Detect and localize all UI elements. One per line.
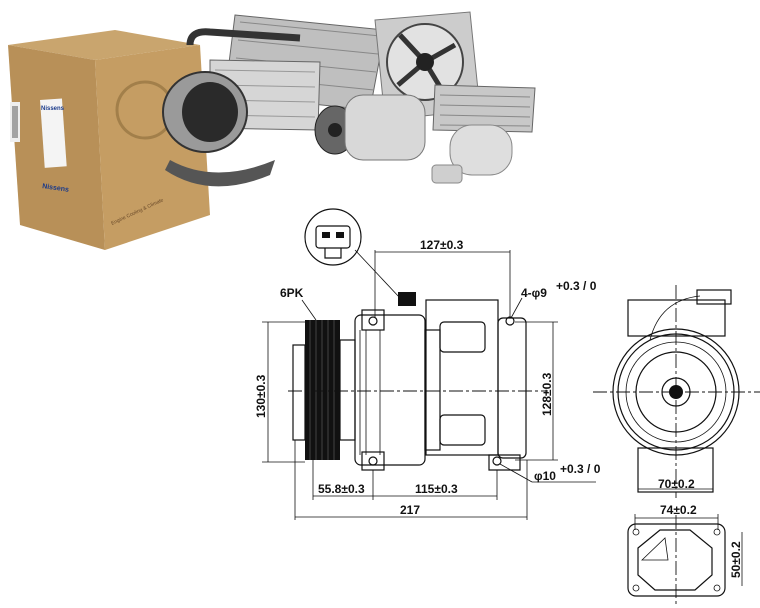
dim-217: 217	[400, 503, 420, 517]
dim-55-8: 55.8±0.3	[318, 482, 365, 496]
box-label-logo: Nissens	[41, 106, 65, 112]
dim-mount-holes-tolerance: +0.3 / 0	[556, 279, 597, 293]
dim-50: 50±0.2	[729, 541, 743, 578]
front-view-drawing: 70±0.2	[593, 285, 760, 498]
receiver-drier-photo	[431, 124, 513, 184]
dim-70: 70±0.2	[658, 477, 695, 491]
nissens-box: Nissens Nissens Engine Cooling & Climate	[8, 30, 210, 250]
dim-115: 115±0.3	[415, 482, 458, 496]
side-view-drawing: 127±0.3 6PK 4-φ9 +0.3 / 0 130±0.3 128±0.…	[254, 208, 601, 520]
connector-icon	[398, 292, 416, 306]
dim-74: 74±0.2	[660, 503, 697, 517]
dim-127: 127±0.3	[420, 238, 464, 252]
dim-hole-tolerance: +0.3 / 0	[560, 462, 601, 476]
dim-mount-holes: 4-φ9	[521, 286, 547, 300]
belt-type-label: 6PK	[280, 286, 304, 300]
dim-hole: φ10	[534, 469, 556, 483]
box-logo: Nissens	[42, 183, 70, 194]
connector-detail-circle	[304, 208, 362, 266]
compressor-photo	[314, 94, 426, 161]
blower-motor-photo	[162, 71, 275, 187]
heater-core-photo	[432, 84, 536, 133]
flange-view-drawing: 74±0.2 50±0.2	[627, 503, 743, 605]
dim-128: 128±0.3	[540, 372, 554, 416]
dim-130: 130±0.3	[254, 374, 268, 418]
